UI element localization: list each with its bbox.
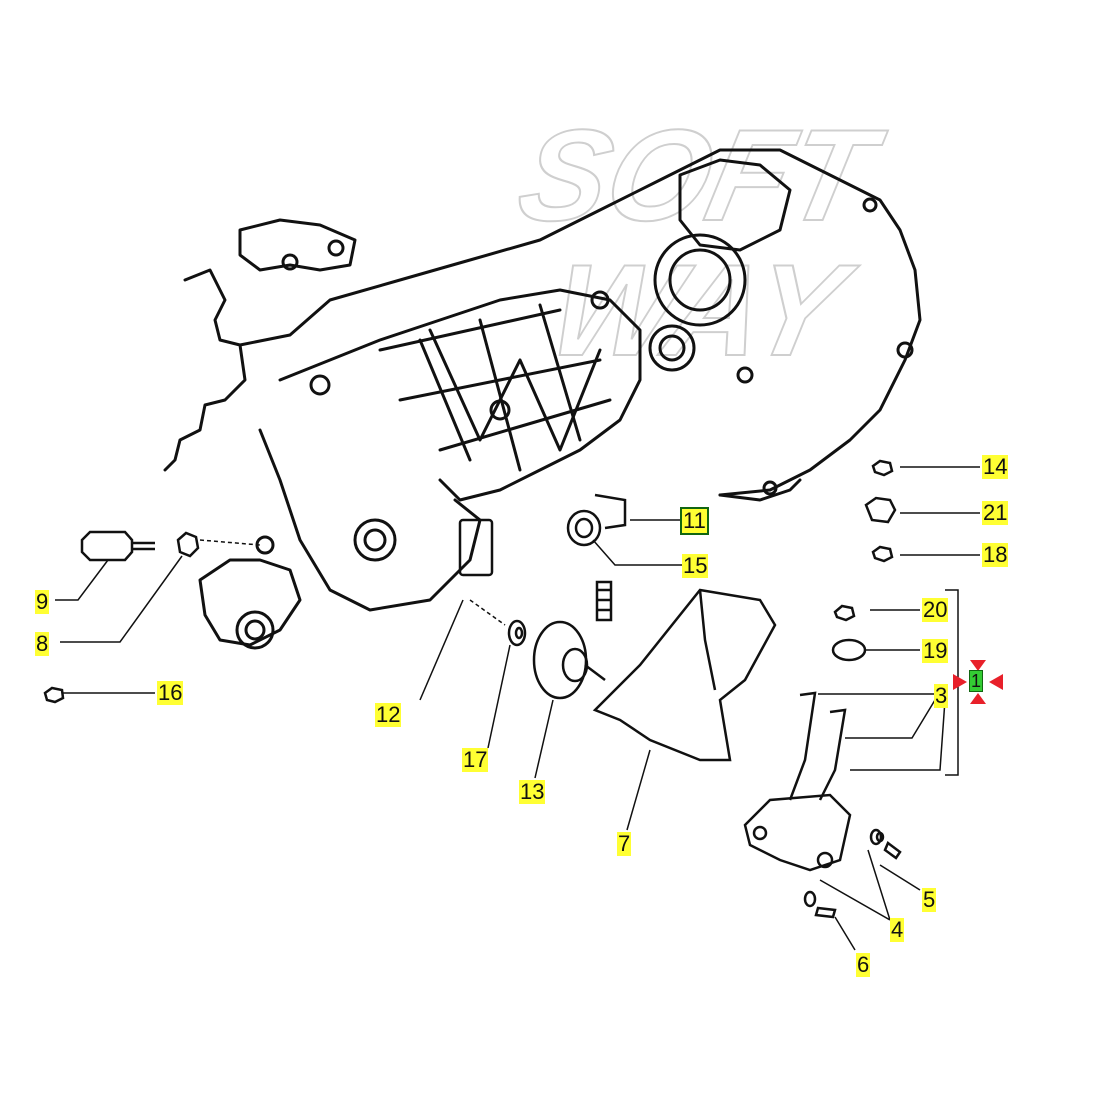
- crankcase-drawing: [163, 148, 922, 650]
- parts-drawing: [43, 459, 902, 919]
- callout-19[interactable]: 19: [922, 638, 949, 663]
- callout-21[interactable]: 21: [982, 500, 1009, 525]
- callout-9[interactable]: 9: [35, 589, 50, 614]
- callout-16[interactable]: 16: [157, 680, 184, 705]
- callout-20[interactable]: 20: [922, 597, 949, 622]
- callout-3[interactable]: 3: [934, 683, 949, 708]
- callout-1[interactable]: 1: [968, 670, 984, 692]
- callout-8[interactable]: 8: [35, 631, 50, 656]
- callout-17[interactable]: 17: [462, 747, 489, 772]
- callout-11[interactable]: 11: [680, 507, 709, 535]
- red-crosshair-arrows-icon: [953, 660, 1003, 704]
- callout-18[interactable]: 18: [982, 542, 1009, 567]
- callout-12[interactable]: 12: [375, 702, 402, 727]
- callout-6[interactable]: 6: [856, 952, 871, 977]
- callout-4[interactable]: 4: [890, 917, 905, 942]
- callout-5[interactable]: 5: [922, 887, 937, 912]
- leader-lines: [55, 466, 980, 951]
- callout-14[interactable]: 14: [982, 454, 1009, 479]
- callout-15[interactable]: 15: [682, 553, 709, 578]
- watermark: SOFT WAY: [506, 101, 895, 383]
- callout-7[interactable]: 7: [617, 831, 632, 856]
- callout-13[interactable]: 13: [519, 779, 546, 804]
